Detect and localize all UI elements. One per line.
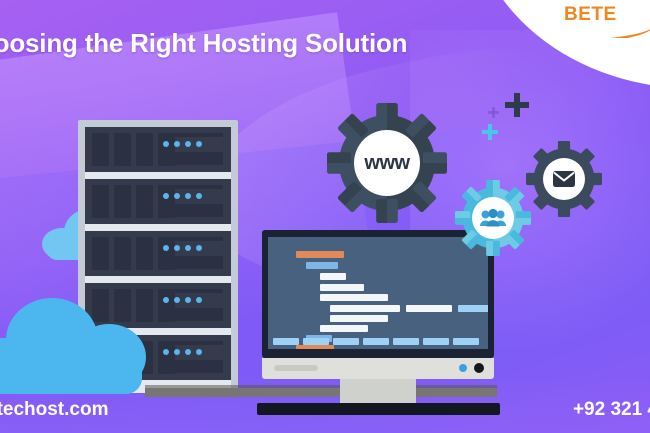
brand-logo[interactable]: BETE <box>554 2 650 38</box>
code-line <box>296 251 344 258</box>
gear-hub <box>472 197 514 239</box>
status-leds <box>163 349 223 355</box>
plus-decoration-cyan-icon <box>482 124 498 140</box>
page-title: hoosing the Right Hosting Solution <box>0 28 408 58</box>
www-label: www <box>364 151 410 174</box>
code-token <box>453 338 479 345</box>
footer-phone[interactable]: +92 321 4 <box>572 399 650 420</box>
code-token <box>303 338 329 345</box>
gear-users <box>455 180 531 256</box>
status-leds <box>163 245 223 251</box>
users-icon <box>480 209 506 227</box>
code-line <box>320 284 364 291</box>
code-line <box>306 262 338 269</box>
code-token <box>363 338 389 345</box>
floor-shelf <box>145 388 497 397</box>
server-rack-body <box>85 127 231 393</box>
monitor-stand-neck <box>340 379 416 405</box>
server-unit <box>85 231 231 276</box>
monitor-power-button[interactable] <box>474 363 484 373</box>
code-token <box>273 338 299 345</box>
server-unit <box>85 127 231 172</box>
monitor-screen <box>268 237 488 349</box>
monitor-led-icon <box>459 364 467 372</box>
code-line <box>330 305 400 312</box>
status-leds <box>163 193 223 199</box>
plus-decoration-faint-icon <box>488 107 499 118</box>
envelope-icon <box>553 171 575 187</box>
monitor-bezel <box>262 230 494 358</box>
desktop-monitor <box>257 230 504 415</box>
plus-decoration-dark-icon <box>505 93 529 117</box>
footer-domain[interactable]: etechost.com <box>0 399 109 420</box>
monitor-brand-slot <box>274 365 318 371</box>
cloud-large-icon <box>0 298 146 394</box>
logo-text: BETE <box>564 4 617 25</box>
status-leds <box>163 141 223 147</box>
code-line <box>320 325 368 332</box>
code-line <box>330 315 388 322</box>
gear-hub <box>543 158 585 200</box>
code-line <box>296 345 334 349</box>
server-unit <box>85 283 231 328</box>
gear-email <box>526 141 602 217</box>
code-line <box>320 294 388 301</box>
code-token <box>423 338 449 345</box>
status-leds <box>163 297 223 303</box>
monitor-stand-base <box>257 403 500 415</box>
monitor-chin <box>262 358 494 379</box>
code-token <box>333 338 359 345</box>
code-token <box>393 338 419 345</box>
gear-hub: www <box>354 130 420 196</box>
server-unit <box>85 179 231 224</box>
code-line <box>320 273 346 280</box>
gear-www: www <box>327 103 447 223</box>
code-line <box>406 305 452 312</box>
floor-shadow <box>145 385 497 389</box>
code-line <box>458 305 488 312</box>
